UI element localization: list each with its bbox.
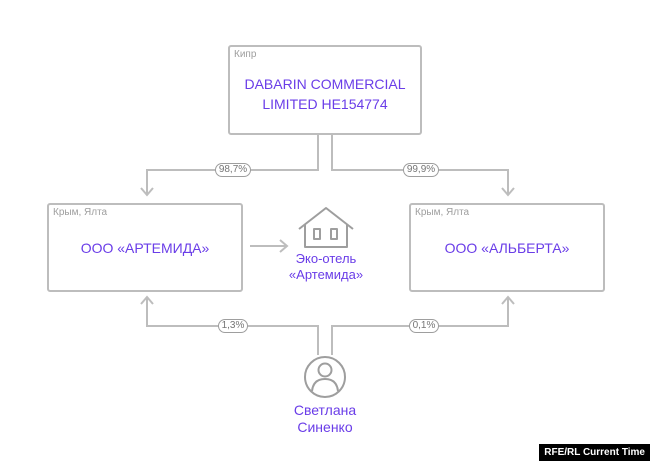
arrowhead-right-up <box>501 295 515 305</box>
entity-location: Кипр <box>234 49 257 60</box>
entity-box-alberta: Крым, Ялта ООО «АЛЬБЕРТА» <box>409 203 605 292</box>
share-badge-person-left: 1,3% <box>218 319 248 333</box>
hotel-label-line1: Эко-отель <box>295 251 357 266</box>
entity-name-line1: DABARIN COMMERCIAL <box>244 76 406 92</box>
entity-name: ООО «АРТЕМИДА» <box>80 240 210 256</box>
entity-location: Крым, Ялта <box>53 207 108 218</box>
person-label: Светлана Синенко <box>275 402 375 436</box>
entity-name: ООО «АЛЬБЕРТА» <box>444 240 570 256</box>
entity-box-cyprus: Кипр DABARIN COMMERCIAL LIMITED HE154774 <box>228 45 422 135</box>
share-badge-top-left: 98,7% <box>215 163 251 177</box>
entity-box-artemida: Крым, Ялта ООО «АРТЕМИДА» <box>47 203 243 292</box>
person-label-line1: Светлана <box>293 402 357 418</box>
entity-location: Крым, Ялта <box>415 207 470 218</box>
hotel-label: Эко-отель «Артемида» <box>276 251 376 283</box>
person-avatar-icon <box>304 356 346 398</box>
house-icon <box>298 207 354 248</box>
share-badge-top-right: 99,9% <box>403 163 439 177</box>
arrowhead-left-down <box>140 187 154 197</box>
share-badge-person-right: 0,1% <box>409 319 439 333</box>
entity-name: DABARIN COMMERCIAL LIMITED HE154774 <box>230 74 420 114</box>
source-credit: RFE/RL Current Time <box>539 444 650 461</box>
arrowhead-right-down <box>501 187 515 197</box>
entity-name-line2: LIMITED HE154774 <box>262 96 388 112</box>
arrowhead-hotel <box>279 239 289 253</box>
person-label-line2: Синенко <box>297 419 353 435</box>
hotel-label-line2: «Артемида» <box>288 267 364 282</box>
arrowhead-left-up <box>140 295 154 305</box>
